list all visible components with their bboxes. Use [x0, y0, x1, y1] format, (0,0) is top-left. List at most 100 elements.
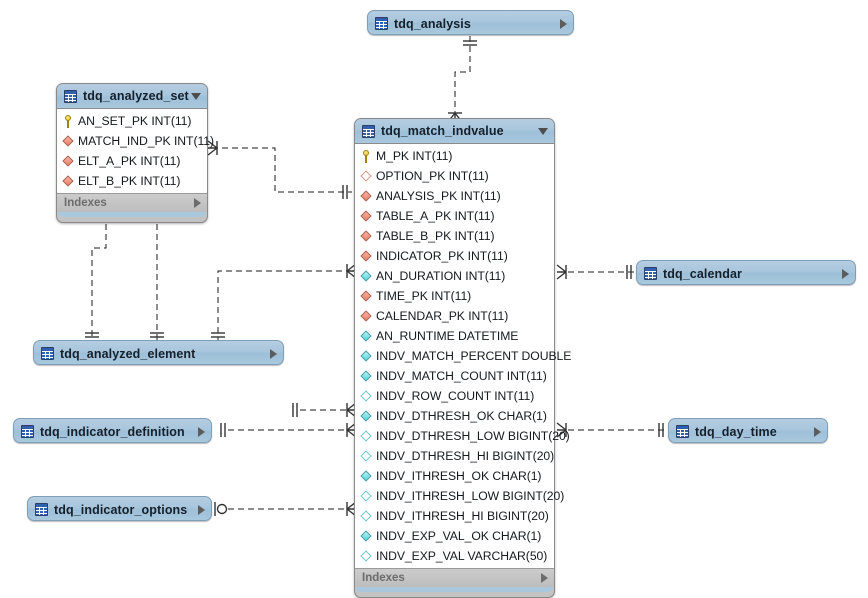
field-row[interactable]: INDV_DTHRESH_HI BIGINT(20)	[355, 446, 554, 466]
field-row[interactable]: INDV_MATCH_PERCENT DOUBLE	[355, 346, 571, 366]
field-row[interactable]: AN_RUNTIME DATETIME	[355, 326, 554, 346]
table-icon	[21, 425, 34, 438]
rel-analyzedset-matchindvalue	[212, 147, 352, 193]
field-row[interactable]: INDV_ITHRESH_LOW BIGINT(20)	[355, 486, 564, 506]
field-row[interactable]: CALENDAR_PK INT(11)	[355, 306, 554, 326]
entity-name: tdq_analyzed_element	[60, 346, 196, 361]
column-diamond-icon	[359, 510, 372, 523]
field-row[interactable]: INDV_DTHRESH_LOW BIGINT(20)	[355, 426, 570, 446]
field-label: INDV_EXP_VAL VARCHAR(50)	[376, 549, 548, 563]
field-row[interactable]: INDV_EXP_VAL VARCHAR(50)	[355, 546, 554, 566]
field-row[interactable]: ELT_A_PK INT(11)	[57, 151, 207, 171]
foreign-key-diamond-icon	[359, 230, 372, 243]
chevron-down-icon[interactable]	[191, 92, 201, 100]
rel-analyzedelement-matchindvalue-a	[217, 270, 352, 350]
table-icon	[64, 89, 77, 103]
entity-tdq-indicator-definition[interactable]: tdq_indicator_definition	[13, 418, 212, 443]
field-row[interactable]: TABLE_A_PK INT(11)	[355, 206, 554, 226]
foreign-key-diamond-icon	[61, 135, 74, 148]
indexes-section[interactable]: Indexes	[57, 193, 207, 212]
chevron-down-icon[interactable]	[538, 127, 548, 135]
field-row[interactable]: INDV_ITHRESH_OK CHAR(1)	[355, 466, 554, 486]
field-row[interactable]: INDV_EXP_VAL_OK CHAR(1)	[355, 526, 554, 546]
column-diamond-icon	[359, 370, 372, 383]
field-label: ELT_A_PK INT(11)	[78, 154, 181, 168]
entity-tdq-analyzed-set[interactable]: tdq_analyzed_set AN_SET_PK INT(11) MATCH…	[56, 83, 214, 223]
field-row[interactable]: TIME_PK INT(11)	[355, 286, 554, 306]
field-label: INDV_DTHRESH_OK CHAR(1)	[376, 409, 547, 423]
field-row[interactable]: MATCH_IND_PK INT(11)	[57, 131, 214, 151]
entity-name: tdq_match_indvalue	[381, 124, 504, 138]
entity-title-bar[interactable]: tdq_day_time	[669, 419, 827, 444]
field-row[interactable]: AN_SET_PK INT(11)	[57, 111, 207, 131]
entity-tdq-indicator-options[interactable]: tdq_indicator_options	[27, 496, 212, 521]
field-row[interactable]: AN_DURATION INT(11)	[355, 266, 554, 286]
entity-tdq-match-indvalue[interactable]: tdq_match_indvalue M_PK INT(11) OPTION_P…	[354, 118, 571, 598]
field-row[interactable]: INDV_ITHRESH_HI BIGINT(20)	[355, 506, 554, 526]
entity-title-bar[interactable]: tdq_calendar	[637, 261, 855, 286]
indexes-section[interactable]: Indexes	[355, 568, 554, 587]
primary-key-icon	[359, 149, 372, 163]
entity-name: tdq_calendar	[663, 266, 743, 281]
table-icon	[41, 347, 54, 360]
entity-title-bar[interactable]: tdq_indicator_definition	[14, 419, 211, 444]
entity-title-bar[interactable]: tdq_match_indvalue	[355, 119, 554, 144]
card-mi-right272-crow	[556, 264, 567, 280]
chevron-right-icon[interactable]	[198, 504, 205, 515]
chevron-right-icon[interactable]	[270, 348, 277, 359]
field-label: INDV_ITHRESH_LOW BIGINT(20)	[376, 489, 565, 503]
entity-tdq-calendar[interactable]: tdq_calendar	[636, 260, 856, 285]
foreign-key-diamond-icon	[359, 290, 372, 303]
field-label: ANALYSIS_PK INT(11)	[376, 189, 501, 203]
entity-name: tdq_indicator_definition	[40, 424, 185, 439]
entity-name: tdq_analyzed_set	[83, 89, 189, 103]
field-row[interactable]: ELT_B_PK INT(11)	[57, 171, 207, 191]
entity-tdq-analyzed-element[interactable]: tdq_analyzed_element	[33, 340, 284, 365]
field-row[interactable]: ANALYSIS_PK INT(11)	[355, 186, 554, 206]
entity-title-bar[interactable]: tdq_indicator_options	[28, 497, 211, 522]
field-row[interactable]: M_PK INT(11)	[355, 146, 554, 166]
chevron-right-icon[interactable]	[560, 18, 567, 29]
field-label: INDV_DTHRESH_HI BIGINT(20)	[376, 449, 555, 463]
table-icon	[375, 17, 388, 30]
entity-tdq-day-time[interactable]: tdq_day_time	[668, 418, 828, 443]
column-diamond-icon	[359, 330, 372, 343]
field-row[interactable]: INDV_MATCH_COUNT INT(11)	[355, 366, 554, 386]
field-label: TIME_PK INT(11)	[376, 289, 472, 303]
chevron-right-icon[interactable]	[842, 268, 849, 279]
field-label: INDV_DTHRESH_LOW BIGINT(20)	[376, 429, 570, 443]
indexes-label: Indexes	[64, 197, 107, 209]
rel-analysis-matchindvalue	[454, 36, 471, 118]
field-label: AN_DURATION INT(11)	[376, 269, 506, 283]
field-row[interactable]: INDICATOR_PK INT(11)	[355, 246, 554, 266]
column-diamond-icon	[359, 350, 372, 363]
column-diamond-icon	[359, 530, 372, 543]
field-label: INDV_ITHRESH_OK CHAR(1)	[376, 469, 542, 483]
field-label: TABLE_A_PK INT(11)	[376, 209, 495, 223]
chevron-right-icon[interactable]	[541, 573, 548, 583]
chevron-right-icon[interactable]	[198, 426, 205, 437]
column-diamond-icon	[359, 450, 372, 463]
field-row[interactable]: TABLE_B_PK INT(11)	[355, 226, 554, 246]
primary-key-icon	[61, 114, 74, 128]
field-row[interactable]: INDV_ROW_COUNT INT(11)	[355, 386, 554, 406]
field-label: AN_SET_PK INT(11)	[78, 114, 192, 128]
field-label: ELT_B_PK INT(11)	[78, 174, 181, 188]
field-label: INDV_MATCH_PERCENT DOUBLE	[376, 349, 572, 363]
foreign-key-diamond-icon	[359, 310, 372, 323]
foreign-key-diamond-icon	[61, 175, 74, 188]
entity-title-bar[interactable]: tdq_analyzed_element	[34, 341, 283, 366]
chevron-right-icon[interactable]	[814, 426, 821, 437]
table-icon	[676, 425, 689, 438]
entity-title-bar[interactable]: tdq_analyzed_set	[57, 84, 207, 109]
foreign-key-diamond-icon	[359, 190, 372, 203]
table-icon	[644, 267, 657, 280]
chevron-right-icon[interactable]	[194, 198, 201, 208]
entity-tdq-analysis[interactable]: tdq_analysis	[367, 10, 574, 35]
field-row[interactable]: OPTION_PK INT(11)	[355, 166, 554, 186]
entity-title-bar[interactable]: tdq_analysis	[368, 11, 573, 36]
column-diamond-icon	[359, 390, 372, 403]
table-icon	[362, 124, 375, 138]
field-label: MATCH_IND_PK INT(11)	[78, 134, 215, 148]
field-row[interactable]: INDV_DTHRESH_OK CHAR(1)	[355, 406, 554, 426]
